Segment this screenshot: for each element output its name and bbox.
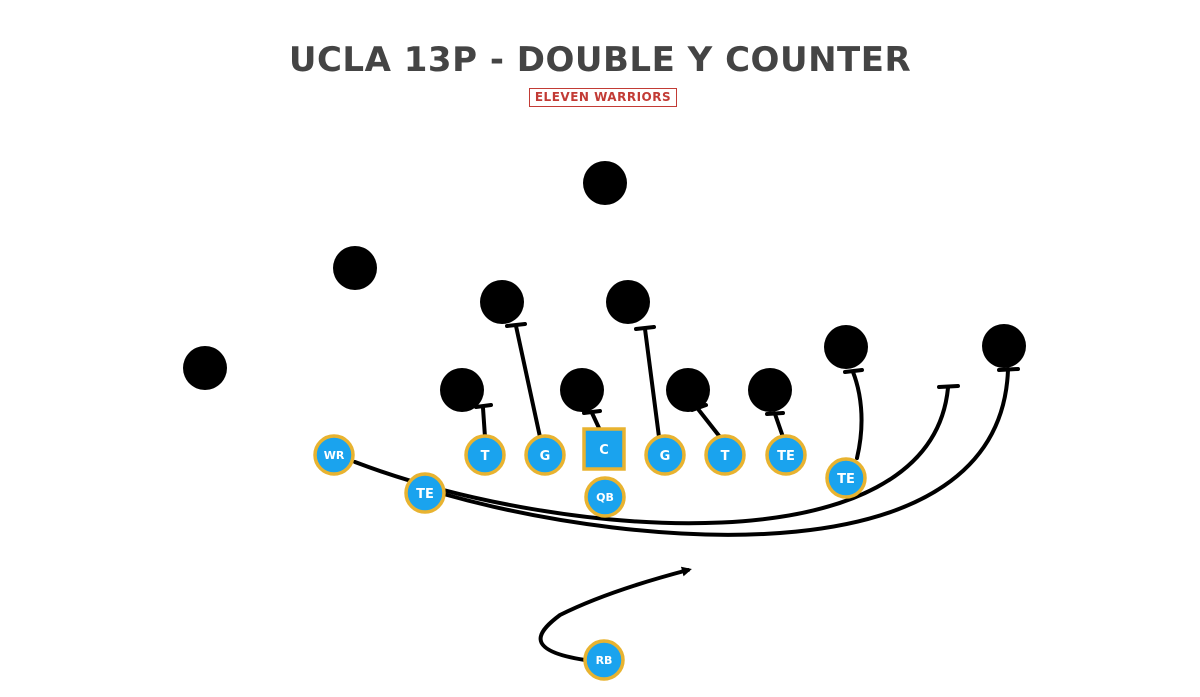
defender-corner xyxy=(183,346,227,390)
player-left-tackle: T xyxy=(464,434,506,476)
player-qb-label: QB xyxy=(596,491,614,504)
block-line-c xyxy=(590,411,601,430)
route-rb xyxy=(538,566,692,662)
defender-apex xyxy=(333,246,377,290)
player-te-motion: TE xyxy=(404,472,446,514)
player-left-guard: G xyxy=(524,434,566,476)
block-line-rt xyxy=(696,407,722,439)
player-wr-label: WR xyxy=(324,449,345,462)
block-cap-lg xyxy=(505,322,527,328)
player-right-guard-label: G xyxy=(660,449,671,464)
block-line-te-wing xyxy=(851,370,864,460)
defender-end-right xyxy=(748,368,792,412)
block-cap-lt xyxy=(474,403,493,409)
block-cap-rg xyxy=(634,325,656,331)
route-te-motion-cap xyxy=(997,367,1020,372)
defender-nose xyxy=(560,368,604,412)
player-rb: RB xyxy=(583,639,625,681)
play-title: UCLA 13P - DOUBLE Y COUNTER xyxy=(288,40,912,80)
defender-wide-right xyxy=(982,324,1026,368)
defense xyxy=(183,161,1026,412)
eleven-warriors-logo: ELEVEN WARRIORS xyxy=(529,88,677,107)
route-wr xyxy=(353,386,950,526)
player-qb: QB xyxy=(584,476,626,518)
route-wr-cap xyxy=(937,384,960,389)
defender-olb xyxy=(824,325,868,369)
player-center-label: C xyxy=(599,443,609,458)
player-te-inline-label: TE xyxy=(777,449,795,464)
player-wr: WR xyxy=(313,434,355,476)
player-right-guard: G xyxy=(644,434,686,476)
blocking-assignments xyxy=(474,322,864,460)
block-line-lt xyxy=(481,406,487,439)
player-left-tackle-label: T xyxy=(481,449,490,464)
player-te-inline: TE xyxy=(765,434,807,476)
player-right-tackle: T xyxy=(704,434,746,476)
player-left-guard-label: G xyxy=(540,449,551,464)
block-cap-c xyxy=(582,409,602,415)
block-cap-te-inline xyxy=(765,411,785,416)
defender-lb-right xyxy=(606,280,650,324)
player-te-motion-label: TE xyxy=(416,487,434,502)
defender-dt xyxy=(666,368,710,412)
pull-routes xyxy=(353,367,1020,662)
defender-end-left xyxy=(440,368,484,412)
block-line-te-inline xyxy=(773,412,785,439)
block-cap-te-wing xyxy=(843,368,864,374)
block-line-rg xyxy=(643,327,661,439)
player-center: C xyxy=(582,427,626,471)
block-line-lg xyxy=(514,324,542,439)
defender-lb-left xyxy=(480,280,524,324)
player-te-wing-label: TE xyxy=(837,472,855,487)
player-te-wing: TE xyxy=(825,457,867,499)
player-rb-label: RB xyxy=(596,654,613,667)
player-right-tackle-label: T xyxy=(721,449,730,464)
offense: WR TE T G C G T TE xyxy=(313,427,867,681)
route-te-motion xyxy=(438,368,1010,537)
defender-safety xyxy=(583,161,627,205)
